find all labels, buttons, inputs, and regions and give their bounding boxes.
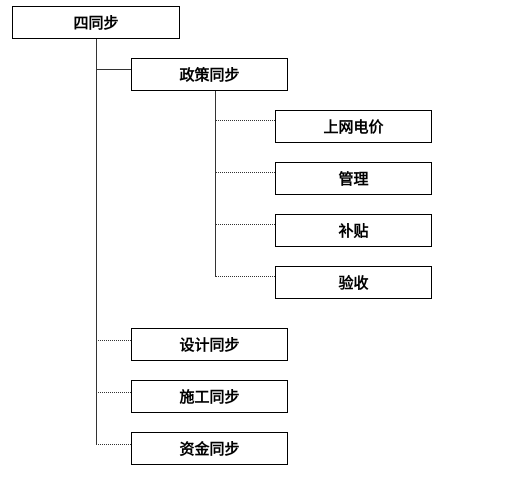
grid-price-node: 上网电价 [275,110,432,143]
acceptance-node: 验收 [275,266,432,299]
connector-construction [96,392,131,393]
connector-subsidy [215,224,275,225]
policy-sync-node: 政策同步 [131,58,288,91]
funding-sync-node: 资金同步 [131,432,288,465]
design-sync-node: 设计同步 [131,328,288,361]
connector-management [215,172,275,173]
root-node: 四同步 [12,6,180,39]
connector-grid-price [215,120,275,121]
policy-trunk-line [215,90,216,276]
connector-acceptance [215,276,275,277]
connector-policy [96,69,131,70]
subsidy-node: 补贴 [275,214,432,247]
construction-sync-node: 施工同步 [131,380,288,413]
connector-funding [96,444,131,445]
root-trunk-line [96,38,97,444]
connector-design [96,340,131,341]
management-node: 管理 [275,162,432,195]
